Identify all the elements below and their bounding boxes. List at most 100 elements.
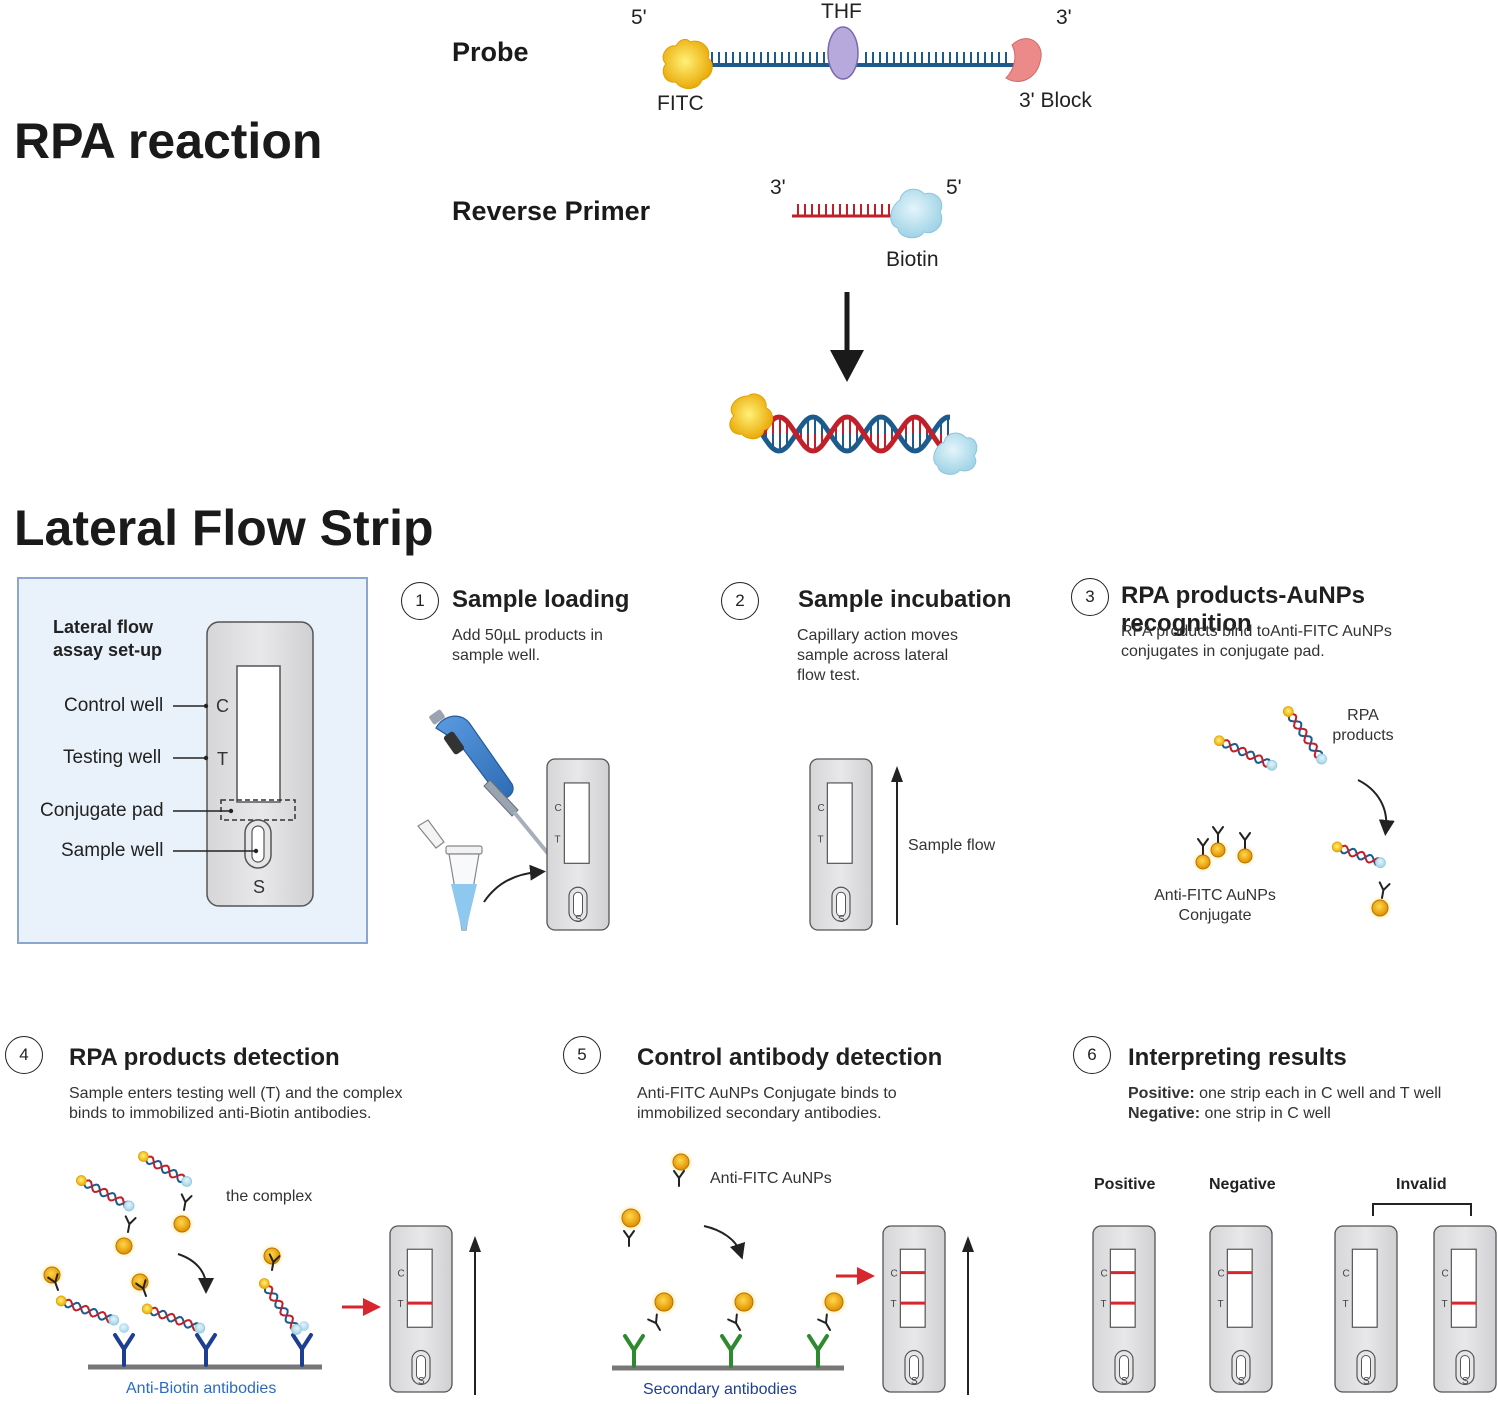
svg-text:S: S xyxy=(575,914,582,925)
step4-desc: Sample enters testing well (T) and the c… xyxy=(69,1085,403,1122)
step1-desc: Add 50µL products in sample well. xyxy=(452,627,603,664)
step6-title: Interpreting results xyxy=(1128,1044,1347,1071)
negative-label: Negative xyxy=(1209,1176,1276,1193)
step2-desc: Capillary action moves sample across lat… xyxy=(797,627,958,684)
step6-desc: Positive: one strip each in C well and T… xyxy=(1128,1085,1442,1122)
setup-letter-c: C xyxy=(216,696,229,716)
anti-biotin-label: Anti-Biotin antibodies xyxy=(126,1380,277,1397)
setup-letter-s: S xyxy=(253,877,266,897)
invalid-label: Invalid xyxy=(1396,1176,1447,1193)
result-invalid-strip-2: C T S xyxy=(1433,1225,1497,1393)
result-negative-strip: C T S xyxy=(1209,1225,1273,1393)
probe-5prime: 5' xyxy=(631,6,647,29)
block-label: 3' Block xyxy=(1019,89,1092,112)
step2-number: 2 xyxy=(721,582,759,620)
svg-text:T: T xyxy=(397,1299,403,1310)
svg-text:T: T xyxy=(1342,1299,1348,1310)
step5-desc: Anti-FITC AuNPs Conjugate binds to immob… xyxy=(637,1085,897,1122)
sample-flow-arrow xyxy=(891,766,903,925)
thf-label: THF xyxy=(821,0,862,23)
step3-title: RPA products-AuNPs recognition xyxy=(1121,582,1366,637)
probe-label: Probe xyxy=(452,37,529,67)
setup-strip xyxy=(173,621,314,907)
secondary-antibodies-label: Secondary antibodies xyxy=(643,1381,797,1398)
step4-title: RPA products detection xyxy=(69,1044,340,1071)
conjugate-label: Anti-FITC AuNPs Conjugate xyxy=(1154,887,1276,924)
step1-graphic xyxy=(417,709,580,931)
step5-graphic xyxy=(612,1149,974,1395)
svg-text:C: C xyxy=(1217,1269,1224,1280)
step3-desc: RPA products bind toAnti-FITC AuNPs conj… xyxy=(1121,623,1392,660)
reaction-arrow xyxy=(830,292,864,382)
probe-graphic xyxy=(662,26,1042,89)
svg-text:S: S xyxy=(838,914,845,925)
step3-number: 3 xyxy=(1071,578,1109,616)
step1-title: Sample loading xyxy=(452,586,630,613)
svg-text:C: C xyxy=(1441,1269,1448,1280)
step4-number: 4 xyxy=(5,1036,43,1074)
conjugate-pad-label: Conjugate pad xyxy=(40,800,164,821)
setup-letter-t: T xyxy=(217,749,228,769)
step3-graphic xyxy=(1191,706,1395,921)
pipette-icon xyxy=(429,709,580,893)
primer-5prime: 5' xyxy=(946,176,962,199)
svg-text:S: S xyxy=(1363,1376,1370,1387)
rpa-title: RPA reaction xyxy=(14,113,323,169)
reverse-primer-graphic xyxy=(792,188,943,239)
step2-title: Sample incubation xyxy=(798,586,1012,613)
product-fitc-icon xyxy=(729,393,773,440)
svg-text:T: T xyxy=(1441,1299,1447,1310)
step4-graphic xyxy=(39,1151,481,1395)
svg-text:T: T xyxy=(554,834,560,845)
svg-text:C: C xyxy=(554,803,561,814)
biotin-icon xyxy=(890,188,943,239)
svg-text:T: T xyxy=(1217,1299,1223,1310)
primer-3prime: 3' xyxy=(770,176,786,199)
svg-text:S: S xyxy=(418,1376,425,1387)
testing-well-label: Testing well xyxy=(63,747,162,768)
svg-text:S: S xyxy=(1121,1376,1128,1387)
setup-title: Lateral flow assay set-up xyxy=(53,617,163,660)
control-well-label: Control well xyxy=(64,695,164,716)
svg-text:S: S xyxy=(911,1376,918,1387)
anti-fitc-aunps-label: Anti-FITC AuNPs xyxy=(710,1170,832,1187)
svg-text:S: S xyxy=(1238,1376,1245,1387)
step1-number: 1 xyxy=(401,582,439,620)
step2-strip: C T S xyxy=(809,758,873,931)
sample-well-label: Sample well xyxy=(61,840,164,861)
step1-strip: C T S xyxy=(546,758,610,931)
step5-title: Control antibody detection xyxy=(637,1044,943,1071)
svg-text:C: C xyxy=(890,1269,897,1280)
lfs-title: Lateral Flow Strip xyxy=(14,500,434,556)
svg-text:T: T xyxy=(817,834,823,845)
step6-number: 6 xyxy=(1073,1036,1111,1074)
svg-text:T: T xyxy=(1100,1299,1106,1310)
rpa-product-graphic xyxy=(729,393,978,475)
result-positive-strip: C T S xyxy=(1092,1225,1156,1393)
rpa-products-label: RPA products xyxy=(1332,707,1394,744)
block-icon xyxy=(1005,38,1042,82)
product-biotin-icon xyxy=(933,432,978,475)
sample-flow-label: Sample flow xyxy=(908,837,996,854)
step4-strip: C T S xyxy=(389,1225,453,1393)
svg-text:T: T xyxy=(890,1299,896,1310)
biotin-label: Biotin xyxy=(886,248,939,271)
step5-strip: C T S xyxy=(882,1225,946,1393)
svg-text:C: C xyxy=(1342,1269,1349,1280)
fitc-icon xyxy=(662,38,713,89)
complex-label: the complex xyxy=(226,1188,313,1205)
thf-icon xyxy=(827,26,859,80)
positive-label: Positive xyxy=(1094,1176,1156,1193)
result-invalid-strip-1: C T S xyxy=(1334,1225,1398,1393)
probe-3prime: 3' xyxy=(1056,6,1072,29)
step5-number: 5 xyxy=(563,1036,601,1074)
reverse-primer-label: Reverse Primer xyxy=(452,196,651,226)
tube-icon xyxy=(417,819,483,931)
fitc-label: FITC xyxy=(657,92,704,115)
invalid-bracket xyxy=(1372,1203,1472,1216)
svg-text:C: C xyxy=(1100,1269,1107,1280)
svg-text:C: C xyxy=(817,803,824,814)
svg-text:S: S xyxy=(1462,1376,1469,1387)
svg-text:C: C xyxy=(397,1269,404,1280)
